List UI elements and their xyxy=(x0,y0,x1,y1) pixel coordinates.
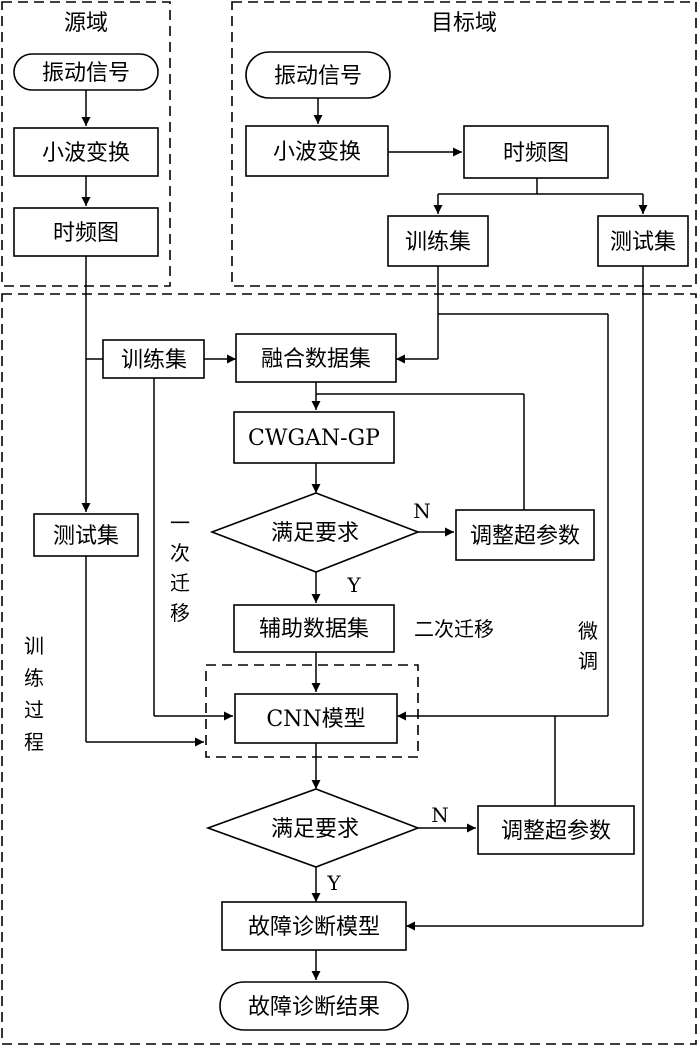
source-signal-label: 振动信号 xyxy=(42,61,130,86)
target-signal-label: 振动信号 xyxy=(274,64,362,89)
training-process-region xyxy=(1,293,697,1045)
decision-2-label: 满足要求 xyxy=(271,817,359,842)
fine-tune-label: 微 调 xyxy=(578,619,598,673)
target-signal-node: 振动信号 xyxy=(245,51,391,99)
source-wavelet-label: 小波变换 xyxy=(42,141,130,166)
training-process-label: 训 练 过 程 xyxy=(24,634,44,754)
yes-label-1: Y xyxy=(346,573,361,597)
source-tf-label: 时频图 xyxy=(53,221,119,246)
fine-tune-char: 调 xyxy=(578,649,598,673)
source-train-label: 训练集 xyxy=(121,348,187,373)
adjust-params-1-label: 调整超参数 xyxy=(470,524,580,549)
yes-label-2: Y xyxy=(326,871,341,895)
fusion-dataset-label: 融合数据集 xyxy=(261,347,371,372)
target-train-label: 训练集 xyxy=(405,230,471,255)
target-test-label: 测试集 xyxy=(610,230,676,255)
target-tf-node: 时频图 xyxy=(463,125,609,179)
no-label-1: N xyxy=(413,499,431,523)
adjust-params-2-node: 调整超参数 xyxy=(477,805,635,855)
cnn-model-node: CNN模型 xyxy=(234,693,398,744)
adjust-params-1-node: 调整超参数 xyxy=(455,509,595,561)
diagnosis-model-label: 故障诊断模型 xyxy=(248,915,380,940)
target-tf-label: 时频图 xyxy=(503,141,569,166)
first-transfer-char: 移 xyxy=(170,601,190,625)
aux-dataset-label: 辅助数据集 xyxy=(259,617,369,642)
decision-1-node: 满足要求 xyxy=(209,492,421,573)
diagnosis-result-label: 故障诊断结果 xyxy=(248,995,380,1020)
target-wavelet-label: 小波变换 xyxy=(273,140,361,165)
aux-dataset-node: 辅助数据集 xyxy=(233,604,395,653)
second-transfer-label: 二次迁移 xyxy=(414,617,494,641)
decision-1-label: 满足要求 xyxy=(271,521,359,546)
cwgan-node: CWGAN-GP xyxy=(233,411,395,464)
training-label-char: 程 xyxy=(24,730,44,754)
target-train-node: 训练集 xyxy=(387,215,489,267)
source-domain-title: 源域 xyxy=(64,11,108,36)
cnn-dashed-region xyxy=(205,664,419,758)
training-label-char: 过 xyxy=(24,698,44,722)
training-label-char: 练 xyxy=(24,666,44,690)
fusion-dataset-node: 融合数据集 xyxy=(235,333,397,383)
cnn-model-label: CNN模型 xyxy=(266,707,365,732)
first-transfer-char: 次 xyxy=(170,541,190,565)
source-test-label: 测试集 xyxy=(53,524,119,549)
no-label-2: N xyxy=(431,803,449,827)
first-transfer-char: 一 xyxy=(170,511,190,535)
diagnosis-model-node: 故障诊断模型 xyxy=(221,901,407,951)
first-transfer-char: 迁 xyxy=(170,571,190,595)
source-signal-node: 振动信号 xyxy=(13,53,159,91)
diagnosis-result-node: 故障诊断结果 xyxy=(219,981,409,1031)
source-wavelet-node: 小波变换 xyxy=(13,127,159,177)
connectors xyxy=(81,90,648,980)
first-transfer-label: 一 次 迁 移 xyxy=(170,511,190,625)
target-test-node: 测试集 xyxy=(597,215,689,267)
source-test-node: 测试集 xyxy=(33,513,139,557)
training-label-char: 训 xyxy=(24,634,44,658)
adjust-params-2-label: 调整超参数 xyxy=(501,819,611,844)
source-train-node: 训练集 xyxy=(102,339,205,379)
fine-tune-char: 微 xyxy=(578,619,598,643)
decision-2-node: 满足要求 xyxy=(205,788,421,868)
target-domain-region xyxy=(231,1,697,287)
cwgan-label: CWGAN-GP xyxy=(248,426,380,451)
source-tf-node: 时频图 xyxy=(13,207,159,257)
target-wavelet-node: 小波变换 xyxy=(245,125,389,177)
target-domain-title: 目标域 xyxy=(431,11,497,36)
